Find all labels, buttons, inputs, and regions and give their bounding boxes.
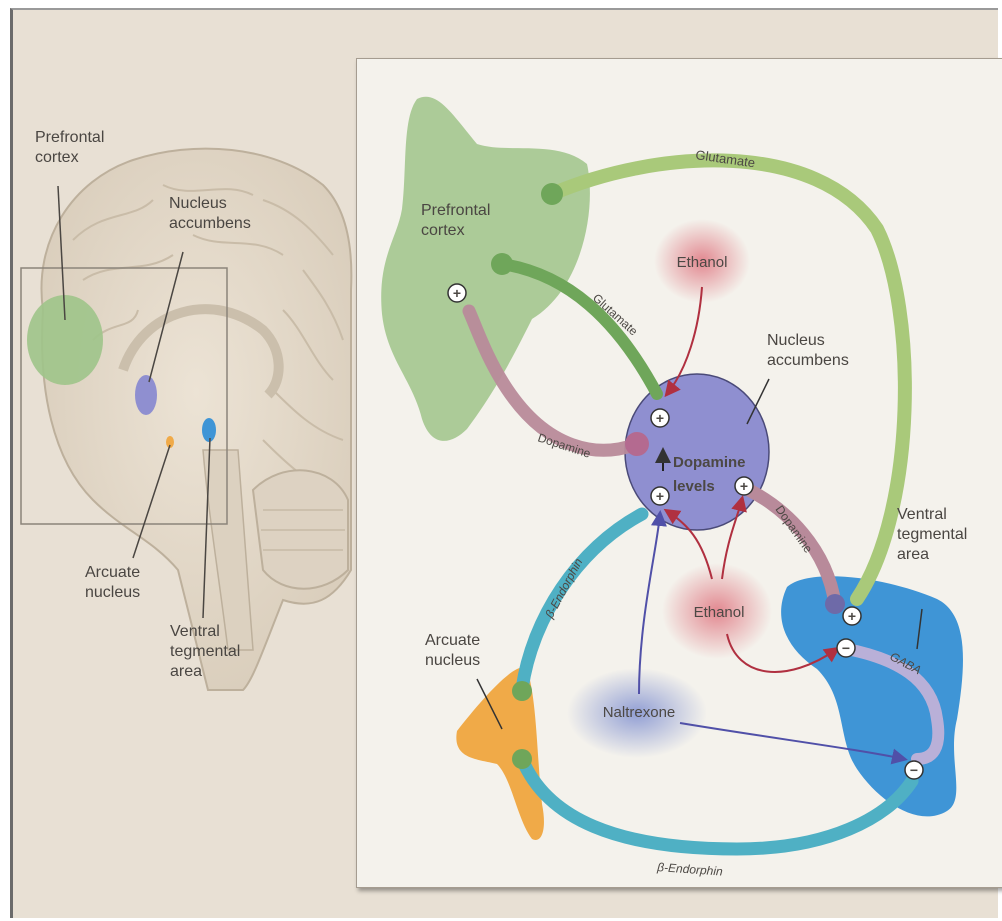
svg-text:+: + bbox=[740, 478, 748, 494]
naltrexone-to-nac-arrow bbox=[639, 514, 660, 694]
label-beta-endorphin-left: β-Endorphin bbox=[542, 556, 586, 622]
brain-label-ventral-tegmental-area: Ventral tegmental area bbox=[170, 622, 240, 682]
prefrontal-cortex-region bbox=[381, 97, 590, 441]
sign-plus-nac-top: + bbox=[651, 409, 669, 427]
sign-plus-pfc: + bbox=[448, 284, 466, 302]
svg-text:+: + bbox=[656, 410, 664, 426]
beta-endorphin-left-path bbox=[522, 514, 642, 689]
label-dopamine-levels-2: levels bbox=[673, 478, 715, 495]
label-naltrexone: Naltrexone bbox=[603, 704, 676, 721]
svg-text:−: − bbox=[910, 762, 918, 778]
svg-text:−: − bbox=[842, 640, 850, 656]
label-dopamine-right: Dopamine bbox=[773, 503, 816, 556]
sign-plus-vta: + bbox=[843, 607, 861, 625]
sign-minus-vta-bottom: − bbox=[905, 761, 923, 779]
sign-minus-vta: − bbox=[837, 639, 855, 657]
brain-label-arcuate-nucleus: Arcuate nucleus bbox=[85, 563, 140, 603]
label-dopamine-levels-1: Dopamine bbox=[673, 454, 746, 471]
label-beta-endorphin-bottom: β-Endorphin bbox=[656, 860, 724, 879]
nucleus-accumbens-region bbox=[625, 374, 769, 530]
svg-text:+: + bbox=[656, 488, 664, 504]
sign-plus-nac-bottom: + bbox=[651, 487, 669, 505]
label-nucleus-accumbens: Nucleus accumbens bbox=[767, 331, 849, 371]
pathway-panel: + + + + + − − Glutamate Glutamate Dopami… bbox=[356, 58, 1002, 888]
brain-vta-region bbox=[202, 418, 216, 442]
beta-endorphin-bottom-path bbox=[522, 759, 912, 849]
label-arcuate-nucleus: Arcuate nucleus bbox=[425, 631, 480, 671]
label-ventral-tegmental-area: Ventral tegmental area bbox=[897, 505, 967, 565]
brain-label-prefrontal-cortex: Prefrontal cortex bbox=[35, 128, 104, 168]
label-prefrontal-cortex: Prefrontal cortex bbox=[421, 201, 490, 241]
svg-text:+: + bbox=[848, 608, 856, 624]
label-ethanol-top: Ethanol bbox=[677, 254, 728, 271]
pathway-diagram: + + + + + − − Glutamate Glutamate Dopami… bbox=[357, 59, 1002, 887]
svg-text:+: + bbox=[453, 285, 461, 301]
brain-nucleus-accumbens-region bbox=[135, 375, 157, 415]
brain-label-nucleus-accumbens: Nucleus accumbens bbox=[169, 194, 251, 234]
sign-plus-nac-right: + bbox=[735, 477, 753, 495]
figure-frame: Prefrontal cortex Nucleus accumbens Arcu… bbox=[10, 8, 998, 918]
label-ethanol-bottom: Ethanol bbox=[694, 604, 745, 621]
